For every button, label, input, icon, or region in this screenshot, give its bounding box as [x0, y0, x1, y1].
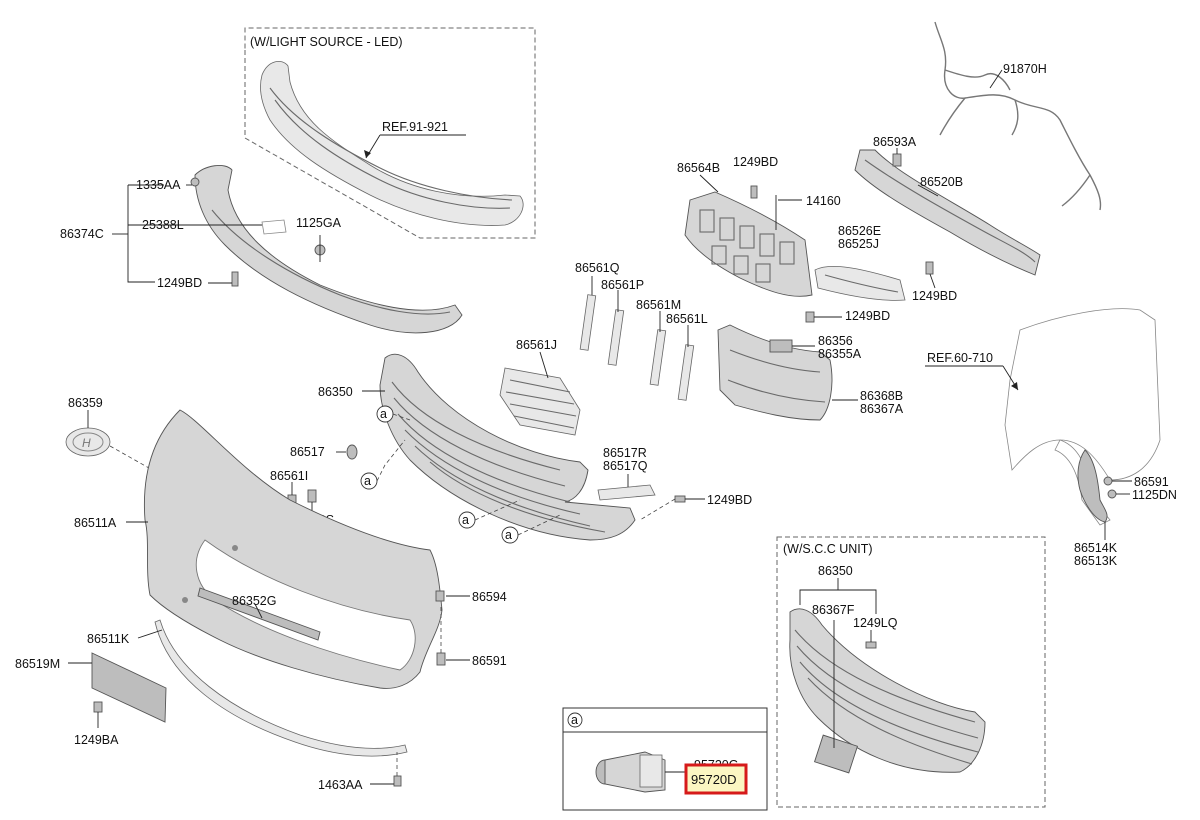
svg-text:H: H: [82, 436, 91, 450]
label-1249bd-left[interactable]: 1249BD: [157, 276, 202, 290]
callout-a-3[interactable]: a: [462, 513, 469, 527]
label-86594[interactable]: 86594: [472, 590, 507, 604]
label-1463aa[interactable]: 1463AA: [318, 778, 363, 792]
bracket-86374c: 1335AA 25388L 1125GA 86374C 1249BD: [60, 164, 463, 334]
label-86561p[interactable]: 86561P: [601, 278, 644, 292]
label-86374c[interactable]: 86374C: [60, 227, 104, 241]
bracket-86526e: 86526E 86525J 1249BD: [814, 224, 957, 303]
label-ref-60-710[interactable]: REF.60-710: [927, 351, 993, 365]
parking-sensor-part: [595, 751, 666, 793]
label-86352g[interactable]: 86352G: [232, 594, 276, 608]
fender-outline: REF.60-710 86591 1125DN 86514K 86513K: [925, 308, 1177, 568]
label-1125dn[interactable]: 1125DN: [1132, 488, 1177, 502]
led-box-title: (W/LIGHT SOURCE - LED): [250, 35, 403, 49]
label-86367a[interactable]: 86367A: [860, 402, 904, 416]
label-1249bd-mid[interactable]: 1249BD: [845, 309, 890, 323]
label-86593a[interactable]: 86593A: [873, 135, 917, 149]
label-86519m[interactable]: 86519M: [15, 657, 60, 671]
small-bracket-part: [814, 265, 906, 301]
grille-part: [379, 353, 636, 541]
grille-piece-86561j: [499, 367, 581, 436]
label-86520b[interactable]: 86520B: [920, 175, 963, 189]
label-86517q[interactable]: 86517Q: [603, 459, 648, 473]
scc-cover-86367f: [813, 734, 859, 774]
label-86561j[interactable]: 86561J: [516, 338, 557, 352]
label-25388l[interactable]: 25388L: [142, 218, 184, 232]
label-95720d[interactable]: 95720D: [691, 772, 737, 787]
label-86514k[interactable]: 86514K: [1074, 541, 1118, 555]
beam-part: [854, 149, 1041, 276]
callout-a-4[interactable]: a: [505, 528, 512, 542]
label-86517r[interactable]: 86517R: [603, 446, 647, 460]
label-86368b[interactable]: 86368B: [860, 389, 903, 403]
label-86591-right[interactable]: 86591: [1134, 475, 1169, 489]
bumper-beam-86520b: 86593A 86520B: [854, 135, 1041, 276]
strip-86352g: [197, 587, 321, 641]
label-86561i[interactable]: 86561I: [270, 469, 308, 483]
scc-unit-box: (W/S.C.C UNIT) 86350 86367F 1249LQ: [776, 536, 1046, 808]
label-1335aa[interactable]: 1335AA: [136, 178, 181, 192]
strip-86517r: [597, 484, 656, 501]
scc-box-title: (W/S.C.C UNIT): [783, 542, 873, 556]
label-1249bd-top[interactable]: 1249BD: [733, 155, 778, 169]
label-86561q[interactable]: 86561Q: [575, 261, 620, 275]
label-86355a[interactable]: 86355A: [818, 347, 862, 361]
wiring-harness-91870h: 91870H: [934, 21, 1102, 211]
led-light-source-box: (W/LIGHT SOURCE - LED) REF.91-921: [244, 27, 536, 239]
label-86526e[interactable]: 86526E: [838, 224, 881, 238]
label-86525j[interactable]: 86525J: [838, 237, 879, 251]
frame-part: [684, 191, 813, 297]
label-86511a[interactable]: 86511A: [74, 516, 117, 530]
part-86356: [769, 339, 793, 353]
part-86593a: [892, 153, 902, 167]
label-1249bd-grille[interactable]: 1249BD: [707, 493, 752, 507]
lower-strip-part: [154, 619, 408, 757]
callout-a-1[interactable]: a: [380, 407, 387, 421]
label-86356[interactable]: 86356: [818, 334, 853, 348]
small-brackets-86561: 86561Q 86561P 86561M 86561L 86561J: [499, 261, 708, 436]
label-14160[interactable]: 14160: [806, 194, 841, 208]
inset-marker-a: a: [571, 713, 578, 727]
label-1249ba[interactable]: 1249BA: [74, 733, 119, 747]
highlight-95720d: [684, 763, 748, 795]
inset-box-a: a 95720G 95720D: [562, 707, 768, 811]
bumper-cover-86511a: 86511A 86352G 86594 86591: [74, 409, 507, 689]
clip-1335aa: [190, 177, 200, 187]
led-strip-part: [260, 60, 524, 226]
license-bracket-part: [91, 652, 167, 723]
bracket-86368b: 1249BD 86356 86355A 86368B 86367A: [717, 309, 904, 421]
callout-a-2[interactable]: a: [364, 474, 371, 488]
label-86350-scc[interactable]: 86350: [818, 564, 853, 578]
label-86350-main[interactable]: 86350: [318, 385, 353, 399]
label-86591-bottom[interactable]: 86591: [472, 654, 507, 668]
cover-86517: [346, 444, 358, 460]
label-86517[interactable]: 86517: [290, 445, 325, 459]
label-91870h[interactable]: 91870H: [1003, 62, 1047, 76]
label-86513k[interactable]: 86513K: [1074, 554, 1118, 568]
label-86561l[interactable]: 86561L: [666, 312, 708, 326]
label-86359[interactable]: 86359: [68, 396, 103, 410]
label-86561m[interactable]: 86561M: [636, 298, 681, 312]
lower-bracket-part: [194, 164, 463, 334]
ref-91-921-label[interactable]: REF.91-921: [382, 120, 448, 134]
label-1125ga[interactable]: 1125GA: [296, 216, 342, 230]
label-86564b[interactable]: 86564B: [677, 161, 720, 175]
label-1249lq[interactable]: 1249LQ: [853, 616, 898, 630]
label-plate-25388l: [261, 219, 287, 235]
lower-right-bracket: [717, 324, 833, 421]
license-bracket-86519m: 86519M 1249BA: [15, 652, 167, 747]
fender-part: [1004, 308, 1161, 481]
scc-grille-part: [789, 608, 986, 773]
label-86511k[interactable]: 86511K: [87, 632, 130, 646]
label-86367f[interactable]: 86367F: [812, 603, 855, 617]
main-grille-86350: 86350 a a a a 86517 86517R 86517Q 1249BD: [290, 353, 752, 544]
lower-strip-86511k: 86511K 1463AA: [87, 619, 408, 792]
label-1249bd-right[interactable]: 1249BD: [912, 289, 957, 303]
screw-1249bd-left: [231, 271, 239, 287]
grille-frame-86564b: 86564B 1249BD 14160: [677, 155, 841, 297]
